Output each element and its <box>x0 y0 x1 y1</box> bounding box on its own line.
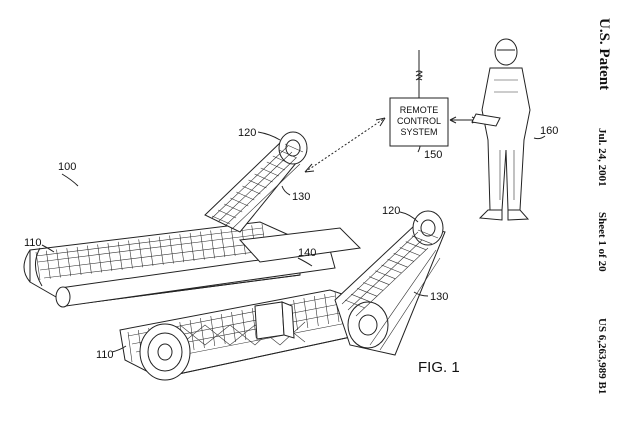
leader-150 <box>417 145 421 153</box>
leader-130a <box>281 185 291 196</box>
patent-number: US 6,263,989 B1 <box>596 318 608 395</box>
link-arrow-tail <box>304 163 315 173</box>
track-rib <box>241 309 247 341</box>
track-rib <box>107 243 113 272</box>
track-rib <box>363 282 384 291</box>
track-rib <box>66 248 72 277</box>
remote-control-system-box: REMOTE CONTROL SYSTEM <box>389 50 449 147</box>
axle-end <box>55 286 71 308</box>
track-rib <box>381 264 402 274</box>
figure-label: FIG. 1 <box>418 359 460 376</box>
track-rib <box>399 247 420 256</box>
track-rib <box>46 250 51 279</box>
track-rib <box>117 241 123 270</box>
patent-date: Jul. 24, 2001 <box>596 128 608 187</box>
remote-box-line-3: SYSTEM <box>400 127 437 137</box>
ref-150: 150 <box>424 149 442 161</box>
ref-130-right: 130 <box>430 291 448 303</box>
track-rib <box>179 234 185 263</box>
track-rib <box>272 155 291 165</box>
ref-100: 100 <box>58 161 76 173</box>
operator-figure <box>471 38 531 221</box>
track-rib <box>148 237 154 267</box>
leader-110b <box>111 345 127 353</box>
track-rib <box>224 203 243 213</box>
patent-type-label: U.S. Patent <box>596 18 612 91</box>
front-flipper-arm <box>334 210 446 356</box>
track-rib <box>189 232 195 261</box>
rear-flipper-arm <box>204 131 308 233</box>
track-rib <box>284 143 304 153</box>
track-rib <box>393 253 414 262</box>
track-rib <box>254 173 273 183</box>
track-rib <box>230 227 236 256</box>
track-rib <box>236 191 255 201</box>
track-rib <box>242 185 261 195</box>
right-track <box>119 289 361 381</box>
remote-box-line-2: CONTROL <box>397 116 441 126</box>
front-drive-wheel <box>139 323 191 381</box>
robot-vehicle-drawing <box>23 131 446 381</box>
track-rib <box>35 251 41 281</box>
link-arrow-head <box>375 117 386 127</box>
sheet-number: Sheet 1 of 20 <box>596 212 608 272</box>
track-rib <box>303 297 309 329</box>
track-rib <box>200 317 205 349</box>
operator-link-arrows <box>449 116 479 124</box>
leader-120b <box>399 211 419 223</box>
track-rib <box>260 167 279 177</box>
leader-140 <box>297 257 313 267</box>
track-rib <box>211 215 231 225</box>
track-rib <box>210 230 215 259</box>
leader-160 <box>533 135 546 140</box>
ref-120-right: 120 <box>382 205 400 217</box>
ref-130-left: 130 <box>292 191 310 203</box>
track-rib <box>230 197 249 207</box>
track-rib <box>169 235 174 264</box>
track-rib <box>375 270 396 280</box>
ref-110-top: 110 <box>24 237 42 249</box>
track-rib <box>138 239 143 268</box>
track-rib <box>324 293 329 325</box>
track-rib <box>220 229 226 258</box>
chassis-140 <box>238 227 362 263</box>
track-rib <box>159 236 164 265</box>
leader-120a <box>257 131 281 141</box>
track-rib <box>217 209 237 219</box>
track-rib <box>128 240 133 269</box>
leader-100 <box>61 173 79 187</box>
wireless-link-line <box>304 117 386 173</box>
track-rib <box>369 276 390 285</box>
leader-110a <box>41 244 55 253</box>
track-rib <box>87 245 92 274</box>
track-rib <box>220 313 226 345</box>
track-rib <box>127 331 133 363</box>
track-rib <box>76 246 82 275</box>
track-rib <box>405 241 426 250</box>
leader-130b <box>413 291 429 297</box>
track-rib <box>231 311 236 343</box>
ref-160: 160 <box>540 125 558 137</box>
ref-140: 140 <box>298 247 316 259</box>
track-rib <box>344 299 366 309</box>
track-rib <box>56 249 61 278</box>
track-rib <box>411 235 433 245</box>
track-rib <box>251 307 257 339</box>
track-rib <box>266 161 285 171</box>
track-rib <box>350 293 372 303</box>
track-rib <box>357 288 378 297</box>
track-rib <box>248 179 267 189</box>
track-rib <box>293 299 298 331</box>
ref-120-left: 120 <box>238 127 256 139</box>
track-rib <box>278 149 298 159</box>
remote-box-line-1: REMOTE <box>400 105 439 115</box>
track-rib <box>314 295 319 327</box>
track-rib <box>387 258 408 268</box>
track-rib <box>200 231 205 260</box>
track-rib <box>417 229 439 239</box>
track-rib <box>97 244 102 273</box>
ref-110-bottom: 110 <box>96 349 114 361</box>
